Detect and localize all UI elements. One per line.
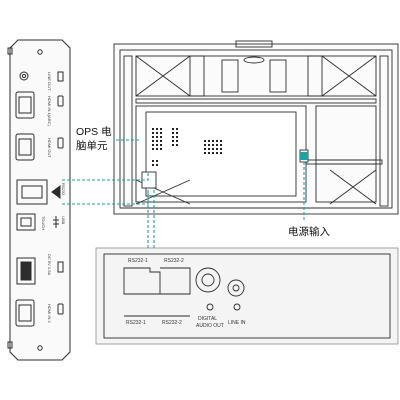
line-out-jack-icon (19, 71, 29, 81)
bottom-label-line-in: LINE IN (228, 320, 246, 326)
bottom-label-rs232-2: RS232-2 (162, 320, 182, 326)
rear-view-drawing (113, 40, 399, 215)
hdmi-in-1-port (15, 91, 35, 119)
bottom-label-digital: DIGITAL (198, 316, 218, 322)
side-port-label: HDMI IN 1(ARC) (47, 96, 52, 126)
ops-unit-label-line1: OPS 电 (76, 126, 112, 138)
side-port-label: USB (61, 216, 66, 225)
usb-port (16, 257, 36, 285)
bottom-interface-panel (95, 247, 399, 345)
ops-unit-label-line2: 脑单元 (76, 140, 108, 152)
rs232-2-connector (160, 267, 191, 295)
side-port-label: HDMI IN 2 (47, 304, 52, 323)
digital-audio-out-jack (195, 267, 221, 293)
side-port-label: DC 5V 1.5A (47, 254, 52, 276)
touch-port (16, 213, 36, 231)
bottom-top-label-rs232-2: RS232-2 (164, 258, 184, 264)
side-io-panel (7, 39, 71, 361)
hdmi-out-port (15, 133, 35, 161)
power-input-marker (300, 152, 308, 160)
side-port-label: LINE OUT (47, 72, 52, 91)
line-in-jack (227, 279, 245, 297)
power-input-label: 电源输入 (288, 226, 330, 238)
rs232-port (16, 179, 48, 205)
side-port-label: TOUCH (41, 216, 46, 231)
rs232-1-connector (123, 267, 161, 295)
side-port-label: RS232 (61, 183, 66, 196)
bottom-top-label-rs232-1: RS232-1 (128, 258, 148, 264)
leader-lines (62, 139, 305, 250)
bottom-label-rs232-1: RS232-1 (126, 320, 146, 326)
side-port-label: HDMI OUT (47, 138, 52, 158)
hdmi-in-2-port (15, 299, 35, 327)
bottom-label-audio-out: AUDIO OUT (196, 323, 224, 329)
